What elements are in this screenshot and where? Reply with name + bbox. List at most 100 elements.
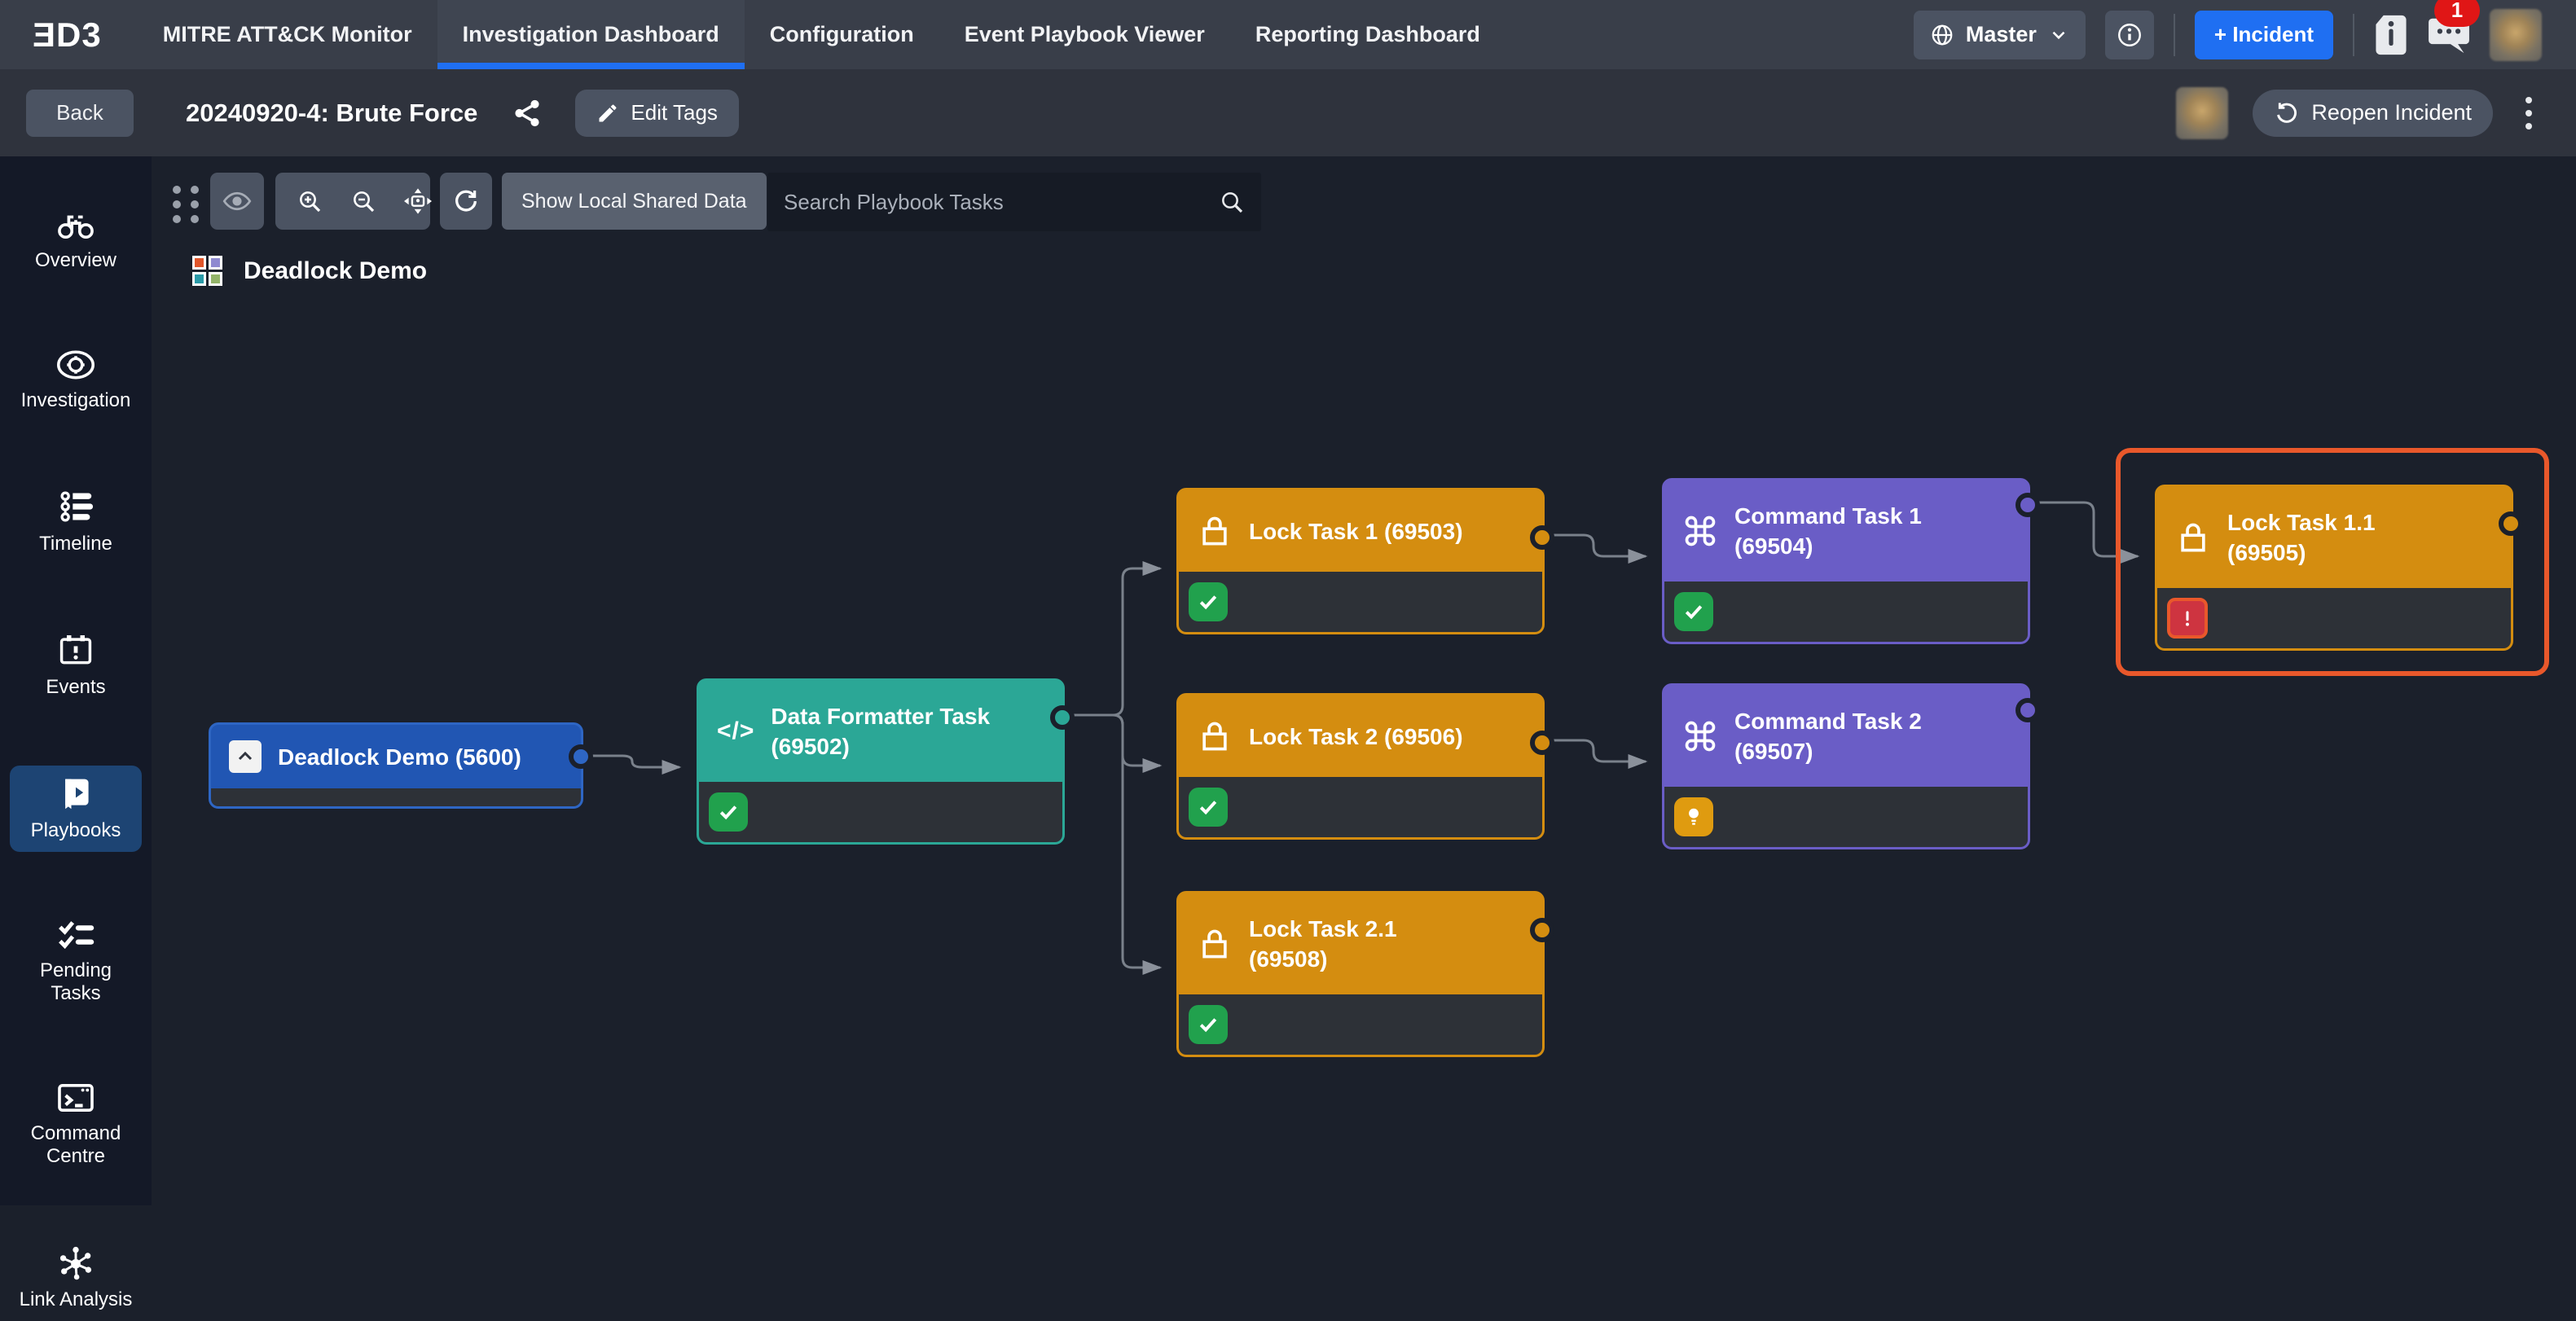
sidebar-item-events[interactable]: Events [10, 622, 142, 709]
output-port[interactable] [2499, 511, 2523, 536]
tab-label: Configuration [769, 22, 914, 46]
node-title: Command Task 1 [1734, 503, 1922, 529]
node-lock-task-2-1[interactable]: Lock Task 2.1 (69508) [1176, 891, 1554, 1057]
output-port[interactable] [2016, 493, 2040, 517]
playbook-title-row: Deadlock Demo [192, 256, 427, 286]
output-port[interactable] [1050, 705, 1075, 730]
timeline-icon [58, 489, 94, 524]
reopen-icon [2274, 100, 2300, 126]
terminal-icon [57, 1082, 95, 1114]
tab-configuration[interactable]: Configuration [745, 0, 939, 69]
output-port[interactable] [1530, 525, 1554, 550]
sidebar-label: Overview [34, 249, 117, 271]
node-command-task-2[interactable]: Command Task 2 (69507) [1662, 683, 2040, 849]
drag-handle-icon[interactable] [173, 186, 200, 223]
node-title: Lock Task 1 (69503) [1249, 518, 1463, 544]
info-button[interactable] [2104, 10, 2154, 59]
status-success-icon [709, 792, 748, 832]
back-button[interactable]: Back [26, 89, 134, 137]
pencil-icon [596, 102, 619, 125]
incident-header: Back 20240920-4: Brute Force Edit Tags R… [0, 69, 2576, 156]
edit-tags-button[interactable]: Edit Tags [575, 89, 739, 137]
globe-icon [1930, 23, 1954, 47]
sidebar-item-command-centre[interactable]: Command Centre [10, 1072, 142, 1178]
show-local-label: Show Local Shared Data [521, 189, 747, 213]
node-lock-task-1[interactable]: Lock Task 1 (69503) [1176, 488, 1554, 634]
environment-selector[interactable]: Master [1913, 10, 2086, 59]
user-avatar[interactable] [2490, 8, 2542, 61]
incident-button-label: + Incident [2213, 22, 2314, 46]
d3-logo: ƎD3 [33, 15, 102, 54]
nav-tabs: MITRE ATT&CK Monitor Investigation Dashb… [138, 0, 1506, 69]
share-icon[interactable] [512, 98, 543, 129]
new-incident-button[interactable]: + Incident [2194, 10, 2333, 59]
status-success-icon [1674, 592, 1713, 631]
lock-icon [2175, 520, 2211, 555]
node-subtitle: (69502) [771, 734, 850, 759]
chat-bubble-icon [2428, 15, 2470, 55]
sidebar-label: Timeline [39, 533, 112, 555]
top-nav: ƎD3 MITRE ATT&CK Monitor Investigation D… [0, 0, 2576, 69]
lock-icon [1197, 718, 1233, 754]
sidebar-item-overview[interactable]: Overview [10, 197, 142, 282]
tab-event-playbook-viewer[interactable]: Event Playbook Viewer [939, 0, 1230, 69]
notifications-button[interactable]: 1 [2428, 0, 2480, 55]
back-label: Back [56, 100, 103, 125]
edit-tags-label: Edit Tags [631, 100, 718, 125]
sidebar-item-link-analysis[interactable]: Link Analysis [10, 1235, 142, 1321]
tab-mitre-attck-monitor[interactable]: MITRE ATT&CK Monitor [138, 0, 437, 69]
tab-investigation-dashboard[interactable]: Investigation Dashboard [437, 0, 745, 69]
refresh-button[interactable] [440, 173, 492, 230]
node-command-task-1[interactable]: Command Task 1 (69504) [1662, 478, 2040, 644]
report-file-button[interactable] [2374, 14, 2408, 56]
node-lock-task-1-1[interactable]: Lock Task 1.1 (69505) [2155, 485, 2523, 651]
search-playbook-tasks-input[interactable] [784, 189, 1219, 215]
node-lock-task-2[interactable]: Lock Task 2 (69506) [1176, 693, 1554, 840]
tab-label: Investigation Dashboard [462, 22, 719, 46]
sidebar-item-pending-tasks[interactable]: Pending Tasks [10, 909, 142, 1015]
sidebar-item-timeline[interactable]: Timeline [10, 479, 142, 565]
command-icon [1682, 513, 1718, 549]
node-title: Lock Task 1.1 [2227, 510, 2376, 535]
search-box [767, 173, 1261, 231]
assignee-avatar[interactable] [2176, 86, 2229, 139]
output-port[interactable] [1530, 731, 1554, 755]
output-port[interactable] [1530, 918, 1554, 942]
playbook-toolbar: Show Local Shared Data [152, 173, 2576, 235]
notification-badge: 1 [2434, 0, 2480, 27]
incident-title: 20240920-4: Brute Force [186, 98, 478, 127]
node-data-formatter-task[interactable]: </> Data Formatter Task (69502) [697, 678, 1075, 845]
tab-label: Reporting Dashboard [1255, 22, 1480, 46]
node-deadlock-demo-start[interactable]: Deadlock Demo (5600) [209, 722, 593, 809]
output-port[interactable] [2016, 698, 2040, 722]
eye-icon [222, 189, 252, 213]
sidebar-item-investigation[interactable]: Investigation [10, 339, 142, 422]
node-title: Deadlock Demo (5600) [278, 744, 521, 770]
search-icon[interactable] [1219, 189, 1245, 215]
playbook-grid-icon [192, 256, 222, 286]
fit-to-screen-icon[interactable] [404, 188, 432, 214]
playbook-canvas[interactable]: Show Local Shared Data Deadlock Demo [152, 156, 2576, 1205]
reopen-incident-button[interactable]: Reopen Incident [2253, 89, 2493, 137]
data-formatter-icon: </> [717, 718, 755, 744]
status-error-icon[interactable] [2167, 598, 2208, 639]
zoom-out-icon[interactable] [350, 188, 376, 214]
sidebar-label: Playbooks [30, 819, 121, 841]
reopen-label: Reopen Incident [2311, 100, 2472, 125]
sidebar-label: Link Analysis [19, 1288, 133, 1310]
tab-reporting-dashboard[interactable]: Reporting Dashboard [1230, 0, 1506, 69]
show-local-shared-data-button[interactable]: Show Local Shared Data [502, 173, 767, 230]
zoom-in-icon[interactable] [297, 188, 323, 214]
output-port[interactable] [569, 744, 593, 769]
sidebar-label: Command Centre [30, 1122, 121, 1167]
more-options-button[interactable] [2517, 92, 2540, 134]
sidebar-item-playbooks[interactable]: Playbooks [10, 766, 142, 852]
playbook-start-icon [229, 740, 262, 773]
node-subtitle: (69507) [1734, 739, 1813, 764]
tab-label: Event Playbook Viewer [964, 22, 1205, 46]
tab-label: MITRE ATT&CK Monitor [162, 22, 412, 46]
lock-icon [1197, 926, 1233, 962]
divider [2353, 13, 2354, 56]
visibility-toggle-button[interactable] [210, 173, 264, 230]
node-title: Data Formatter Task [771, 704, 991, 729]
